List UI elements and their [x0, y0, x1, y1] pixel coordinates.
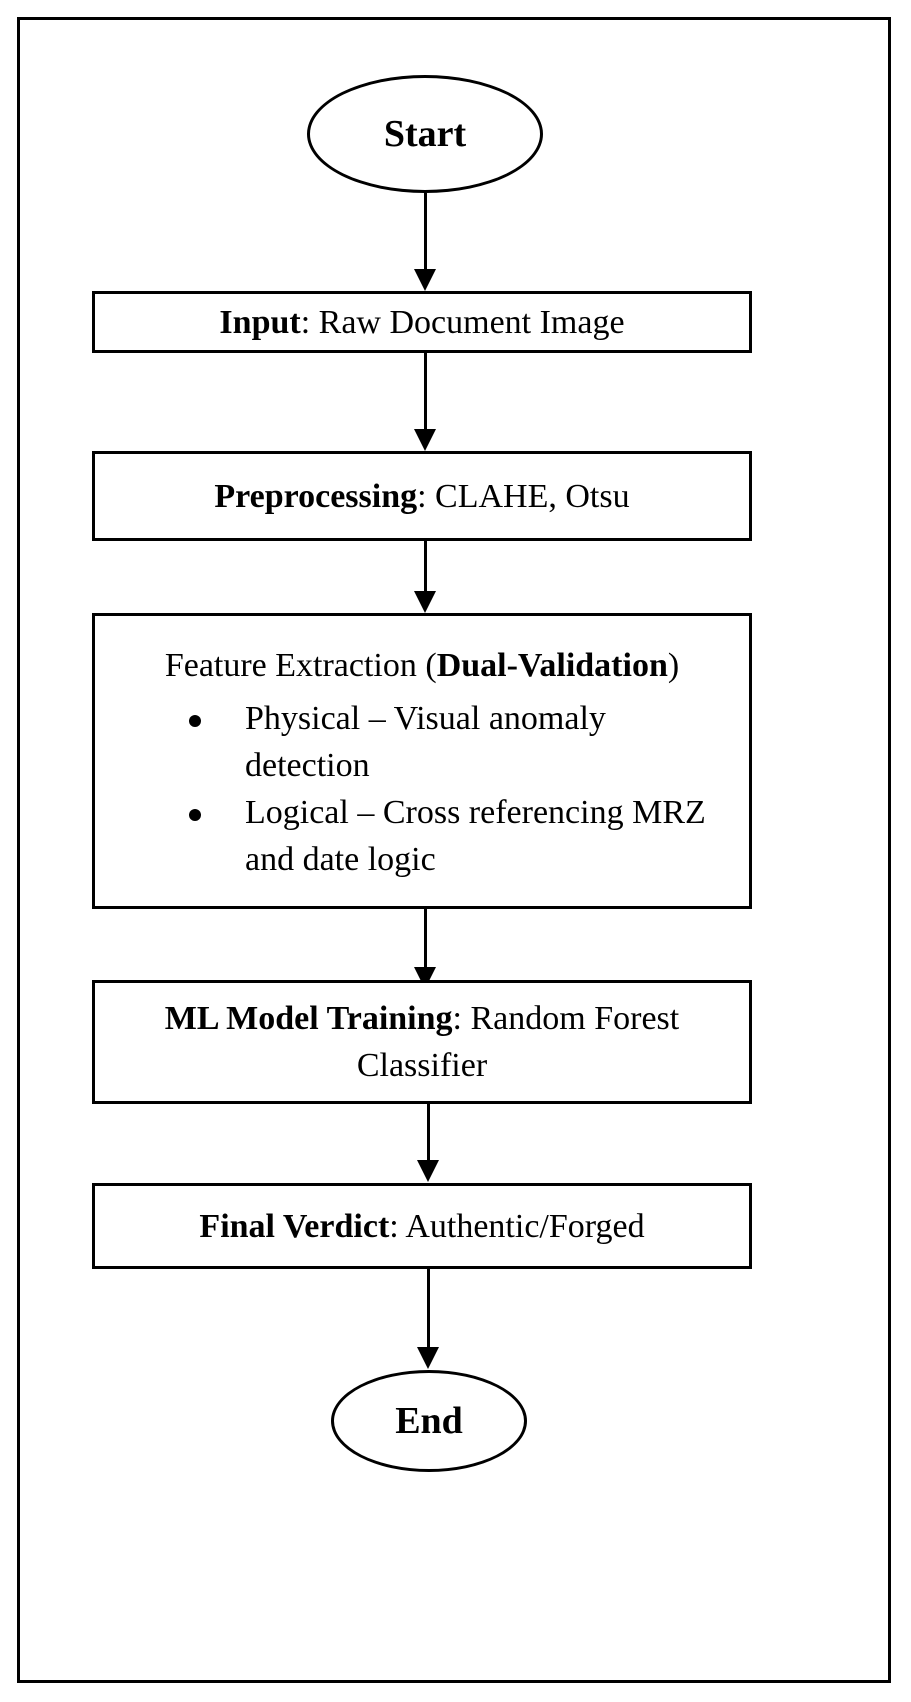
model-training-step-title: ML Model Training: [164, 1000, 453, 1037]
final-verdict-step: Final Verdict: Authentic/Forged: [92, 1183, 752, 1269]
feature-extraction-title: Feature Extraction (Dual-Validation): [115, 642, 729, 689]
final-verdict-step-detail: : Authentic/Forged: [389, 1207, 645, 1245]
model-training-step-detail: : Random Forest Classifier: [356, 1000, 680, 1084]
feature-extraction-title-bold: Dual-Validation: [436, 647, 668, 684]
list-item: Physical – Visual anomaly detection: [115, 695, 729, 789]
model-training-step: ML Model Training: Random Forest Classif…: [92, 980, 752, 1104]
feature-extraction-title-post: ): [667, 647, 680, 684]
bullet-icon: [189, 715, 201, 727]
input-step-detail: : Raw Document Image: [300, 303, 625, 341]
preprocessing-step: Preprocessing: CLAHE, Otsu: [92, 451, 752, 541]
diagram-frame: [17, 17, 891, 1683]
bullet-text-physical: Physical – Visual anomaly detection: [245, 700, 606, 784]
start-node: Start: [307, 75, 543, 193]
feature-extraction-title-pre: Feature Extraction (: [164, 647, 437, 684]
feature-extraction-list: Physical – Visual anomaly detection Logi…: [115, 695, 729, 883]
preprocessing-step-detail: : CLAHE, Otsu: [417, 477, 630, 515]
input-step: Input: Raw Document Image: [92, 291, 752, 353]
end-label: End: [395, 1400, 463, 1442]
list-item: Logical – Cross referencing MRZ and date…: [115, 789, 729, 883]
start-label: Start: [383, 113, 467, 155]
input-step-title: Input: [219, 303, 301, 341]
bullet-icon: [189, 809, 201, 821]
feature-extraction-step: Feature Extraction (Dual-Validation) Phy…: [92, 613, 752, 909]
end-node: End: [331, 1370, 527, 1472]
bullet-text-logical: Logical – Cross referencing MRZ and date…: [245, 794, 706, 878]
final-verdict-step-title: Final Verdict: [199, 1207, 390, 1245]
preprocessing-step-title: Preprocessing: [214, 477, 418, 515]
